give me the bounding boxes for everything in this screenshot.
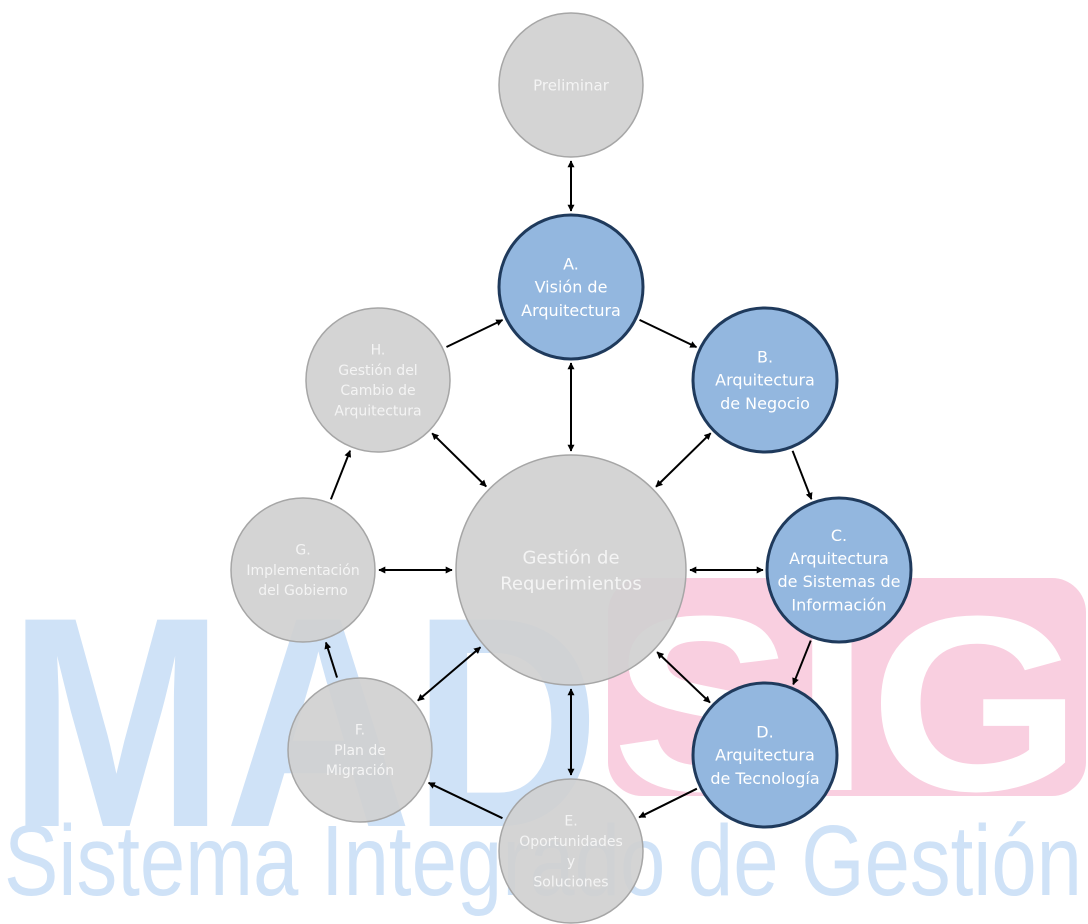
- node-b: B. Arquitectura de Negocio: [691, 306, 839, 454]
- arrow-g-h: [329, 450, 352, 500]
- node-center-label-line: Requerimientos: [500, 573, 642, 594]
- node-g-label-line: G.: [295, 543, 310, 559]
- arrow-f-g: [324, 641, 339, 678]
- arrow-center-d: [656, 651, 711, 704]
- node-c-label-line: C.: [831, 526, 847, 545]
- node-f-label-line: Migración: [326, 763, 394, 779]
- node-e-label-line: y: [567, 854, 575, 870]
- node-a-label-line: Arquitectura: [521, 301, 621, 320]
- node-h-label-line: Gestión del: [338, 363, 417, 379]
- node-preliminar-circle: [498, 12, 644, 158]
- node-b-label-line: de Negocio: [720, 394, 810, 413]
- arrow-d-e: [638, 787, 698, 819]
- node-d-label-line: D.: [756, 722, 773, 741]
- node-b-label-line: Arquitectura: [715, 371, 815, 390]
- node-c: C. Arquitectura de Sistemas de Información: [765, 496, 913, 644]
- node-d: D. Arquitectura de Tecnología: [691, 681, 839, 829]
- node-f-label-line: F.: [355, 723, 365, 739]
- node-b-circle: [691, 306, 839, 454]
- node-a-label-line: Visión de: [535, 278, 608, 297]
- edges-layer: [324, 160, 813, 820]
- node-g-label-line: Implementación: [246, 563, 359, 579]
- node-center-label-line: Gestión de: [522, 547, 619, 568]
- arrow-c-d: [792, 640, 812, 686]
- arrow-h-a: [446, 319, 504, 348]
- node-h-label-line: Cambio de: [340, 383, 415, 399]
- node-a-label-line: A.: [563, 254, 579, 273]
- node-e-label-line: Oportunidades: [519, 834, 623, 850]
- node-d-circle: [691, 681, 839, 829]
- node-g-label-line: del Gobierno: [258, 583, 348, 599]
- node-e-label-line: Soluciones: [533, 874, 608, 890]
- arrow-e-f: [427, 781, 503, 820]
- node-g-circle: [230, 497, 376, 643]
- node-d-label-line: de Tecnología: [710, 769, 819, 788]
- node-preliminar-label-line: Preliminar: [533, 76, 610, 94]
- node-center-circle: [455, 454, 687, 686]
- node-h-label-line: Arquitectura: [334, 403, 421, 419]
- node-e-circle: [498, 778, 644, 924]
- node-e-label-line: E.: [564, 813, 577, 829]
- node-f: F. Plan de Migración: [287, 677, 433, 823]
- node-g: G. Implementación del Gobierno: [230, 497, 376, 643]
- arrow-center-f: [417, 646, 482, 702]
- node-c-label-line: de Sistemas de: [778, 572, 901, 591]
- node-center: Gestión de Requerimientos: [455, 454, 687, 686]
- node-d-label-line: Arquitectura: [715, 746, 815, 765]
- node-c-circle: [765, 496, 913, 644]
- node-f-circle: [287, 677, 433, 823]
- node-b-label-line: B.: [757, 347, 773, 366]
- arrow-a-b: [639, 318, 698, 349]
- node-h-circle: [305, 307, 451, 453]
- node-c-label-line: Arquitectura: [789, 549, 889, 568]
- arrow-center-h: [431, 432, 487, 488]
- node-c-label-line: Información: [791, 595, 886, 614]
- node-a-circle: [497, 213, 645, 361]
- arrow-center-b: [655, 432, 712, 488]
- node-a: A. Visión de Arquitectura: [497, 213, 645, 361]
- node-f-label-line: Plan de: [334, 743, 386, 759]
- node-preliminar: Preliminar: [498, 12, 644, 158]
- arrow-b-c: [791, 450, 813, 500]
- node-h-label-line: H.: [371, 342, 386, 358]
